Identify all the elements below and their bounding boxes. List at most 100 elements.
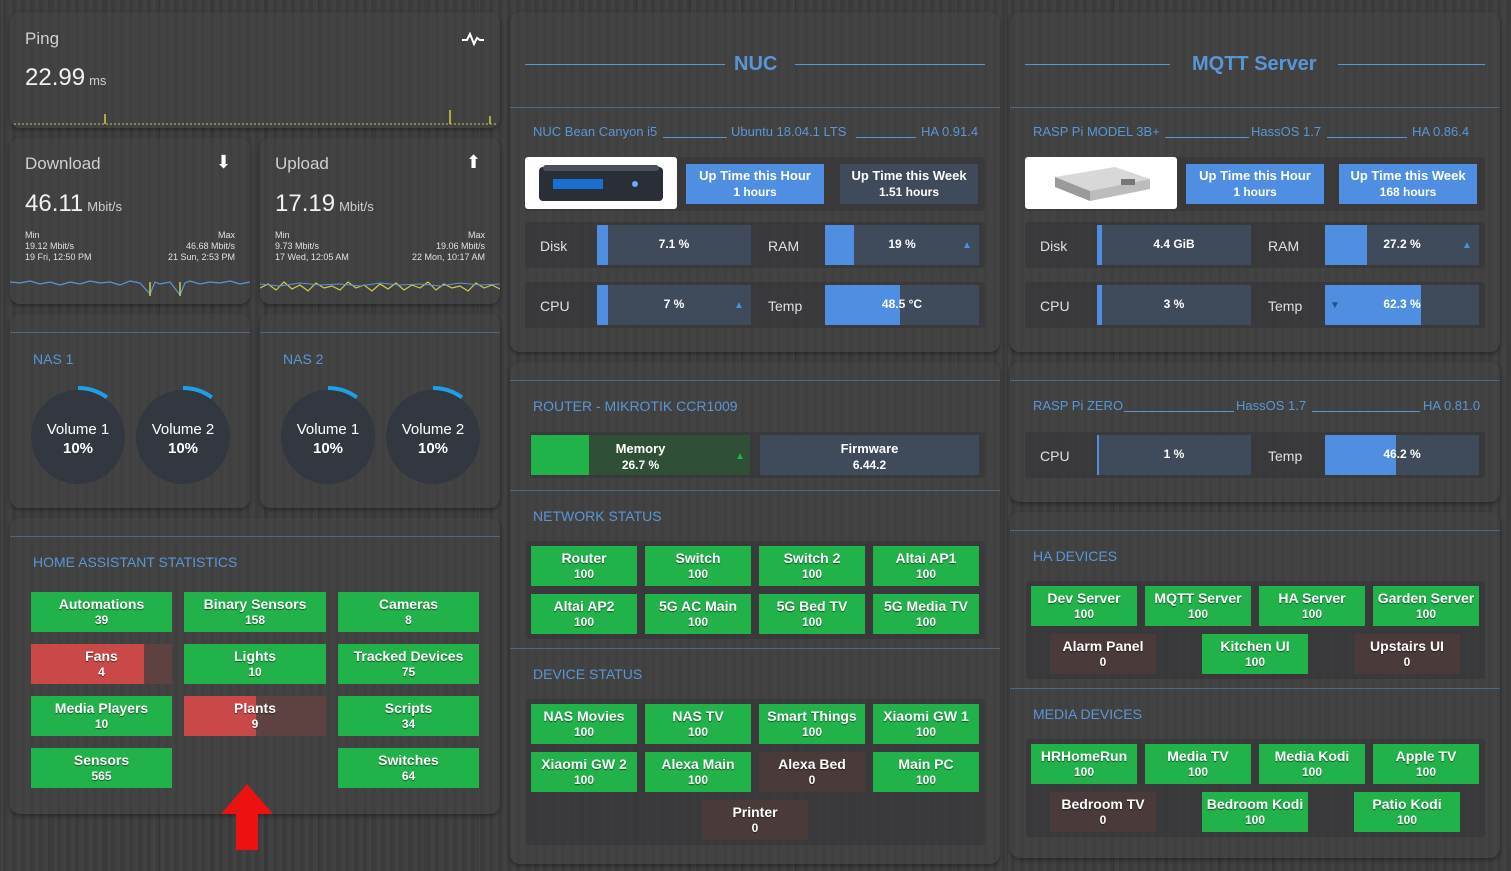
media-tile-bedroom-kodi[interactable]: Bedroom Kodi100 [1202, 792, 1308, 832]
ha-tile-kitchen-ui[interactable]: Kitchen UI100 [1202, 634, 1308, 674]
nuc-uptime-hour[interactable]: Up Time this Hour1 hours [686, 164, 824, 204]
nas2-volume1-gauge[interactable]: Volume 1 10% [281, 390, 375, 484]
tile-tracked-devices[interactable]: Tracked Devices75 [338, 644, 479, 684]
media-devices-title: MEDIA DEVICES [1033, 706, 1142, 722]
nuc-uptime-week[interactable]: Up Time this Week1.51 hours [840, 164, 978, 204]
mqtt-disk-label: Disk [1040, 238, 1067, 254]
tile-cameras[interactable]: Cameras8 [338, 592, 479, 632]
upload-title: Upload [275, 154, 329, 174]
tile-plants[interactable]: Plants9 [184, 696, 326, 736]
router-title: ROUTER - MIKROTIK CCR1009 [533, 398, 738, 414]
pi-zero-os: HassOS 1.7 [1236, 398, 1306, 413]
mqtt-title: MQTT Server [1192, 53, 1316, 76]
nuc-disk-bar[interactable]: 7.1 % [597, 225, 751, 265]
tile-switches[interactable]: Switches64 [338, 748, 479, 788]
nuc-os: Ubuntu 18.04.1 LTS [731, 124, 846, 139]
nuc-card: NUC NUC Bean Canyon i5 Ubuntu 18.04.1 LT… [510, 12, 1000, 352]
ha-devices-title: HA DEVICES [1033, 548, 1117, 564]
router-memory-bar[interactable]: Memory26.7 % [531, 435, 750, 475]
nas1-volume2-gauge[interactable]: Volume 2 10% [136, 390, 230, 484]
nuc-ha-version: HA 0.91.4 [921, 124, 978, 139]
dev-tile-xiaomi-gw2[interactable]: Xiaomi GW 2100 [531, 752, 637, 792]
nuc-ram-bar[interactable]: 19 % [825, 225, 979, 265]
ha-tile-ha-server[interactable]: HA Server100 [1259, 586, 1365, 626]
media-tile-media-kodi[interactable]: Media Kodi100 [1259, 744, 1365, 784]
dev-tile-smart-things[interactable]: Smart Things100 [759, 704, 865, 744]
pi-zero-title: RASP Pi ZERO [1033, 398, 1123, 413]
nuc-cpu-trend-icon: ▲ [734, 300, 744, 311]
ping-title: Ping [25, 29, 59, 49]
dev-tile-alexa-main[interactable]: Alexa Main100 [645, 752, 751, 792]
pi-zero-cpu-bar[interactable]: 1 % [1097, 435, 1251, 475]
upload-card[interactable]: Upload ⬆ 17.19Mbit/s Min9.73 Mbit/s17 We… [260, 138, 500, 304]
ha-devices-card: HA DEVICES Dev Server100 MQTT Server100 … [1010, 512, 1500, 858]
device-status-title: DEVICE STATUS [533, 666, 642, 682]
tile-binary-sensors[interactable]: Binary Sensors158 [184, 592, 326, 632]
net-tile-switch-2[interactable]: Switch 2100 [759, 546, 865, 586]
net-tile-router[interactable]: Router100 [531, 546, 637, 586]
media-tile-media-tv[interactable]: Media TV100 [1145, 744, 1251, 784]
upload-arrow-icon: ⬆ [466, 152, 481, 173]
pi-zero-temp-bar[interactable]: 46.2 % [1325, 435, 1479, 475]
dev-tile-nas-tv[interactable]: NAS TV100 [645, 704, 751, 744]
nas2-volume2-gauge[interactable]: Volume 2 10% [386, 390, 480, 484]
tile-sensors[interactable]: Sensors565 [31, 748, 172, 788]
mqtt-card: MQTT Server RASP Pi MODEL 3B+ HassOS 1.7… [1010, 12, 1500, 352]
dev-tile-nas-movies[interactable]: NAS Movies100 [531, 704, 637, 744]
tile-fans[interactable]: Fans4 [31, 644, 172, 684]
nuc-cpu-bar[interactable]: 7 % [597, 285, 751, 325]
mqtt-uptime-week[interactable]: Up Time this Week168 hours [1339, 164, 1477, 204]
media-tile-apple-tv[interactable]: Apple TV100 [1373, 744, 1479, 784]
tile-media-players[interactable]: Media Players10 [31, 696, 172, 736]
mqtt-disk-bar[interactable]: 4.4 GiB [1097, 225, 1251, 265]
dev-tile-alexa-bed[interactable]: Alexa Bed0 [759, 752, 865, 792]
router-firmware[interactable]: Firmware6.44.2 [760, 435, 979, 475]
net-tile-altai-ap1[interactable]: Altai AP1100 [873, 546, 979, 586]
nuc-temp-label: Temp [768, 298, 802, 314]
ha-tile-upstairs-ui[interactable]: Upstairs UI0 [1354, 634, 1460, 674]
pulse-icon [462, 32, 484, 46]
router-memory-trend-icon: ▲ [735, 451, 745, 462]
ha-statistics-card: HOME ASSISTANT STATISTICS Automations39 … [10, 518, 500, 814]
dev-tile-printer[interactable]: Printer0 [702, 800, 808, 840]
download-card[interactable]: Download ⬇ 46.11Mbit/s Min19.12 Mbit/s19… [10, 138, 250, 304]
nas1-volume1-gauge[interactable]: Volume 1 10% [31, 390, 125, 484]
mqtt-uptime-hour[interactable]: Up Time this Hour1 hours [1186, 164, 1324, 204]
ping-sparkline [10, 108, 500, 126]
nuc-temp-bar[interactable]: 48.5 °C [825, 285, 979, 325]
ha-tile-mqtt-server[interactable]: MQTT Server100 [1145, 586, 1251, 626]
mqtt-ram-label: RAM [1268, 238, 1299, 254]
nuc-model: NUC Bean Canyon i5 [533, 124, 657, 139]
tile-scripts[interactable]: Scripts34 [338, 696, 479, 736]
media-tile-patio-kodi[interactable]: Patio Kodi100 [1354, 792, 1460, 832]
ha-tile-garden-server[interactable]: Garden Server100 [1373, 586, 1479, 626]
mqtt-device-image [1025, 157, 1177, 209]
tile-lights[interactable]: Lights10 [184, 644, 326, 684]
net-tile-switch[interactable]: Switch100 [645, 546, 751, 586]
ha-tile-dev-server[interactable]: Dev Server100 [1031, 586, 1137, 626]
mqtt-temp-trend-icon: ▼ [1330, 300, 1340, 311]
ping-card[interactable]: Ping 22.99ms [10, 12, 500, 128]
mqtt-temp-bar[interactable]: 62.3 % [1325, 285, 1479, 325]
mqtt-ram-bar[interactable]: 27.2 % [1325, 225, 1479, 265]
nas1-card[interactable]: NAS 1 Volume 1 10% Volume 2 10% [10, 314, 250, 508]
nuc-title: NUC [734, 53, 777, 76]
download-sparkline [10, 276, 250, 302]
nas2-card[interactable]: NAS 2 Volume 1 10% Volume 2 10% [260, 314, 500, 508]
net-tile-5g-media-tv[interactable]: 5G Media TV100 [873, 594, 979, 634]
media-tile-hrhomerun[interactable]: HRHomeRun100 [1031, 744, 1137, 784]
net-tile-5g-bed-tv[interactable]: 5G Bed TV100 [759, 594, 865, 634]
ha-tile-alarm-panel[interactable]: Alarm Panel0 [1050, 634, 1156, 674]
pi-zero-cpu-label: CPU [1040, 448, 1070, 464]
nas1-title: NAS 1 [33, 351, 73, 367]
dev-tile-xiaomi-gw1[interactable]: Xiaomi GW 1100 [873, 704, 979, 744]
media-tile-bedroom-tv[interactable]: Bedroom TV0 [1050, 792, 1156, 832]
net-tile-altai-ap2[interactable]: Altai AP2100 [531, 594, 637, 634]
nuc-device-image [525, 157, 677, 209]
dev-tile-main-pc[interactable]: Main PC100 [873, 752, 979, 792]
net-tile-5g-ac-main[interactable]: 5G AC Main100 [645, 594, 751, 634]
tile-automations[interactable]: Automations39 [31, 592, 172, 632]
pi-zero-temp-label: Temp [1268, 448, 1302, 464]
ha-statistics-title: HOME ASSISTANT STATISTICS [33, 554, 237, 570]
mqtt-cpu-bar[interactable]: 3 % [1097, 285, 1251, 325]
